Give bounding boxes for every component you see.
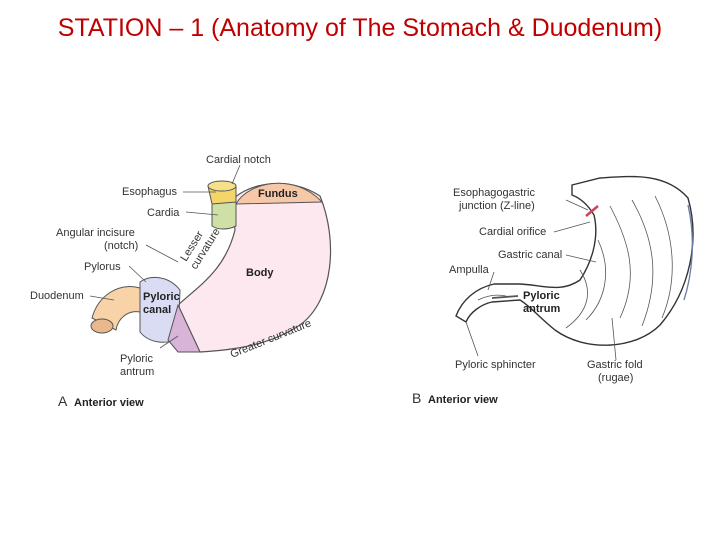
esophagus-opening (207, 180, 237, 192)
rugae-fold-3 (654, 195, 673, 319)
rugae-fold-5 (565, 269, 588, 329)
label-body: Body (246, 267, 274, 279)
panel-a: Cardial notch Esophagus Cardia Angular i… (30, 154, 332, 409)
greater-curvature-vessel (683, 204, 694, 301)
arrow-pyloric-antrum (491, 295, 519, 299)
fundus-region (235, 182, 324, 205)
label-ampulla: Ampulla (449, 264, 490, 276)
leader-ampulla (487, 271, 495, 291)
label-cardial-notch: Cardial notch (206, 154, 271, 166)
label-pyloric-antrum-b-2: antrum (523, 303, 561, 315)
label-esophagus: Esophagus (122, 186, 178, 198)
slide-title: STATION – 1 (Anatomy of The Stomach & Du… (57, 14, 663, 42)
label-gastric-canal: Gastric canal (498, 249, 562, 261)
label-pyloric-antrum-2: antrum (120, 366, 154, 378)
leader-gastric-fold (611, 317, 617, 361)
label-pyloric-canal-2: canal (143, 304, 171, 316)
panel-b: Esophagogastric junction (Z-line) Cardia… (412, 175, 694, 406)
label-cardia: Cardia (147, 207, 180, 219)
leader-egj (565, 199, 589, 211)
label-egj-1: Esophagogastric (453, 187, 535, 199)
panel-a-letter: A (58, 393, 68, 409)
label-fundus: Fundus (258, 188, 298, 200)
label-duodenum: Duodenum (30, 290, 84, 302)
label-gastric-fold-2: (rugae) (598, 372, 633, 384)
rugae-fold-2 (631, 199, 654, 327)
label-pyloric-antrum-1: Pyloric (120, 353, 154, 365)
leader-cardial-notch (231, 164, 241, 185)
label-gastric-fold-1: Gastric fold (587, 359, 643, 371)
label-egj-2: junction (Z-line) (458, 200, 535, 212)
rugae-fold-4 (585, 239, 606, 321)
panel-b-caption: Anterior view (428, 394, 498, 406)
label-pyloric-antrum-b-1: Pyloric (523, 290, 560, 302)
leader-angular-incisure (145, 244, 179, 263)
label-cardial-orifice: Cardial orifice (479, 226, 546, 238)
leader-pyloric-antrum (159, 335, 179, 349)
panel-b-letter: B (412, 390, 421, 406)
label-angular-incisure-2: (notch) (104, 240, 138, 252)
duodenum-opening (90, 318, 114, 334)
label-pyloric-sphincter: Pyloric sphincter (455, 359, 536, 371)
leader-pyloric-sphincter (465, 321, 479, 357)
leader-cardia (185, 211, 219, 216)
z-line-mark (585, 205, 599, 217)
leader-duodenum (89, 295, 115, 301)
cardia-region (211, 199, 237, 230)
label-pylorus: Pylorus (84, 261, 121, 273)
label-angular-incisure-1: Angular incisure (56, 227, 135, 239)
pyloric-antrum-region (167, 303, 201, 353)
rugae-fold-1 (609, 205, 631, 319)
stomach-b-outline (455, 175, 694, 346)
leader-pylorus (128, 265, 147, 283)
leader-cardial-orifice (553, 221, 591, 233)
pyloric-rugae (477, 294, 507, 301)
panel-a-caption: Anterior view (74, 397, 144, 409)
label-pyloric-canal-1: Pyloric (143, 291, 180, 303)
leader-gastric-canal (565, 254, 597, 263)
